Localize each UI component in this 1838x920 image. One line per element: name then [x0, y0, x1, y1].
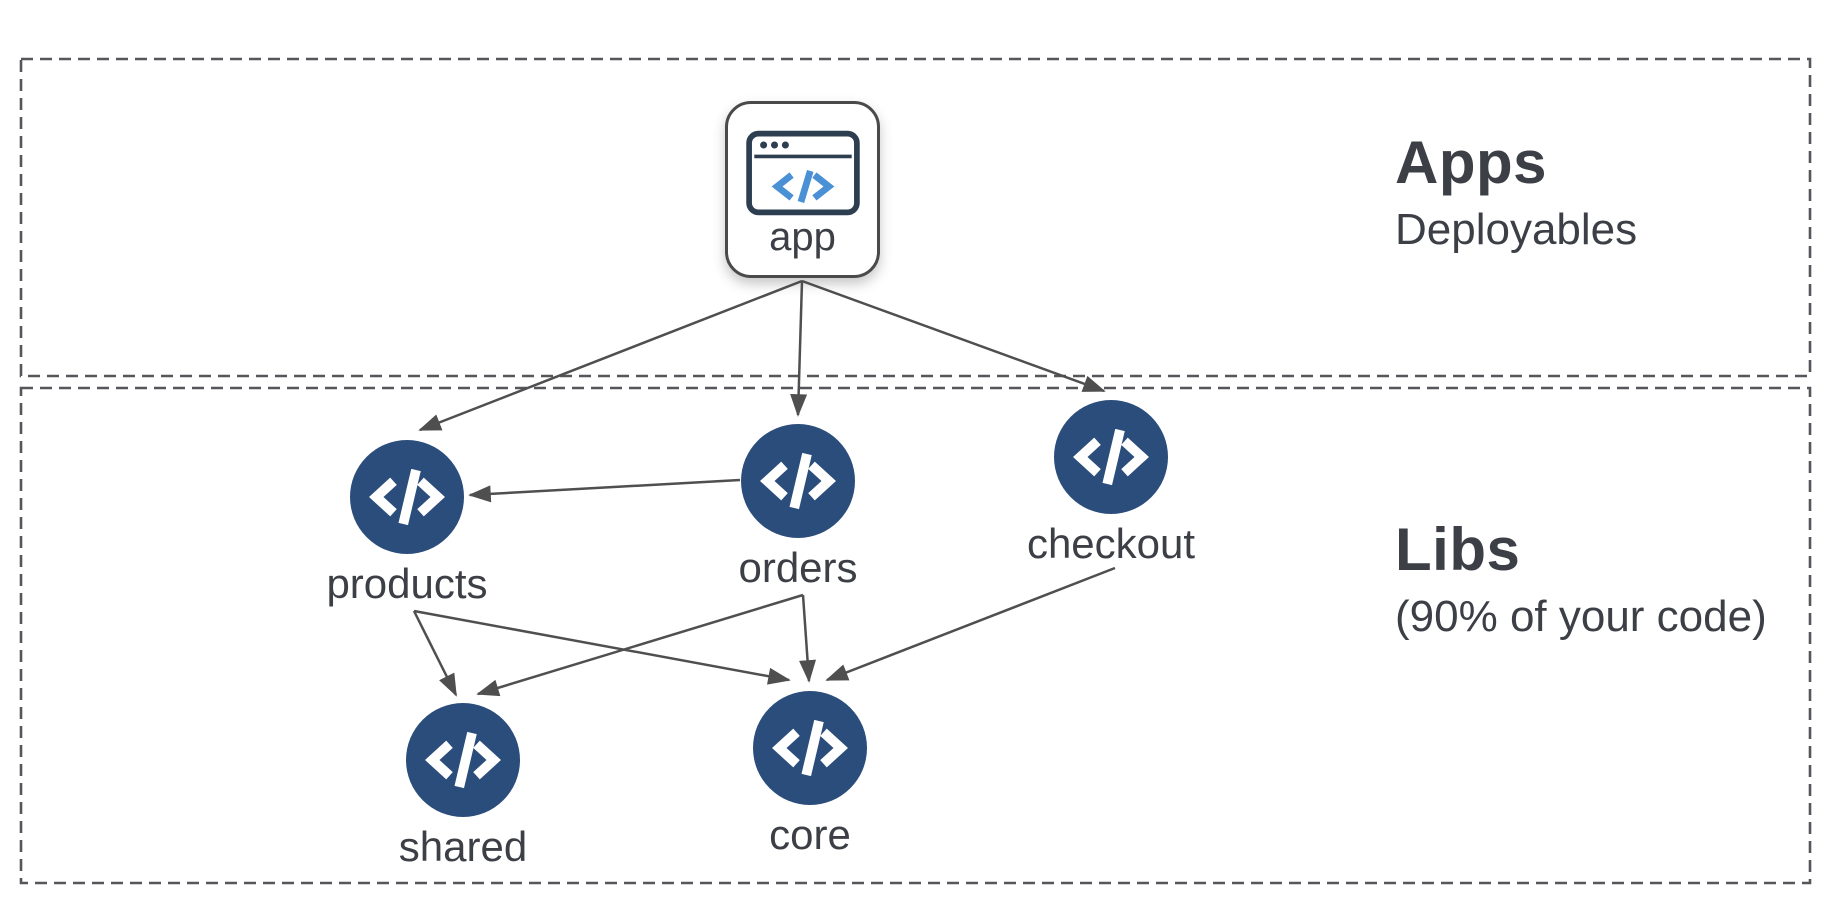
edge-checkout-to-core [825, 566, 1116, 682]
node-core[interactable]: core [690, 691, 930, 856]
libs-section-border [19, 386, 1812, 885]
edge-products-to-core [413, 609, 791, 685]
node-products[interactable]: products [287, 440, 527, 605]
node-orders-label: orders [738, 544, 858, 591]
node-app[interactable]: app [725, 101, 880, 278]
node-products-label: products [326, 560, 488, 607]
apps-section-border [19, 57, 1812, 378]
libs-section-label: Libs (90% of your code) [1395, 517, 1767, 644]
code-icon [425, 731, 501, 789]
node-core-circle[interactable] [753, 691, 867, 805]
code-icon [1073, 428, 1149, 486]
code-icon [760, 452, 836, 510]
node-checkout-circle[interactable] [1054, 400, 1168, 514]
node-checkout-label: checkout [1026, 520, 1196, 567]
libs-title: Libs [1395, 516, 1521, 583]
node-orders-circle[interactable] [741, 424, 855, 538]
edge-orders-to-products [468, 478, 741, 503]
node-app-label: app [769, 215, 836, 259]
apps-title: Apps [1395, 129, 1547, 196]
node-shared[interactable]: shared [343, 703, 583, 868]
browser-code-icon [745, 130, 860, 216]
node-checkout[interactable]: checkout [991, 400, 1231, 565]
code-icon [772, 719, 848, 777]
node-shared-circle[interactable] [406, 703, 520, 817]
libs-subtitle: (90% of your code) [1395, 592, 1767, 641]
edge-app-to-checkout [801, 279, 1106, 393]
node-orders[interactable]: orders [678, 424, 918, 589]
apps-subtitle: Deployables [1395, 205, 1638, 254]
code-icon [369, 468, 445, 526]
node-shared-label: shared [398, 823, 528, 870]
edge-orders-to-shared [476, 593, 804, 697]
edge-app-to-orders [790, 280, 808, 417]
edge-app-to-products [418, 279, 803, 432]
edge-orders-to-core [799, 594, 817, 683]
apps-section-label: Apps Deployables [1395, 130, 1637, 257]
node-core-label: core [769, 811, 851, 858]
edge-products-to-shared [412, 610, 458, 697]
node-products-circle[interactable] [350, 440, 464, 554]
